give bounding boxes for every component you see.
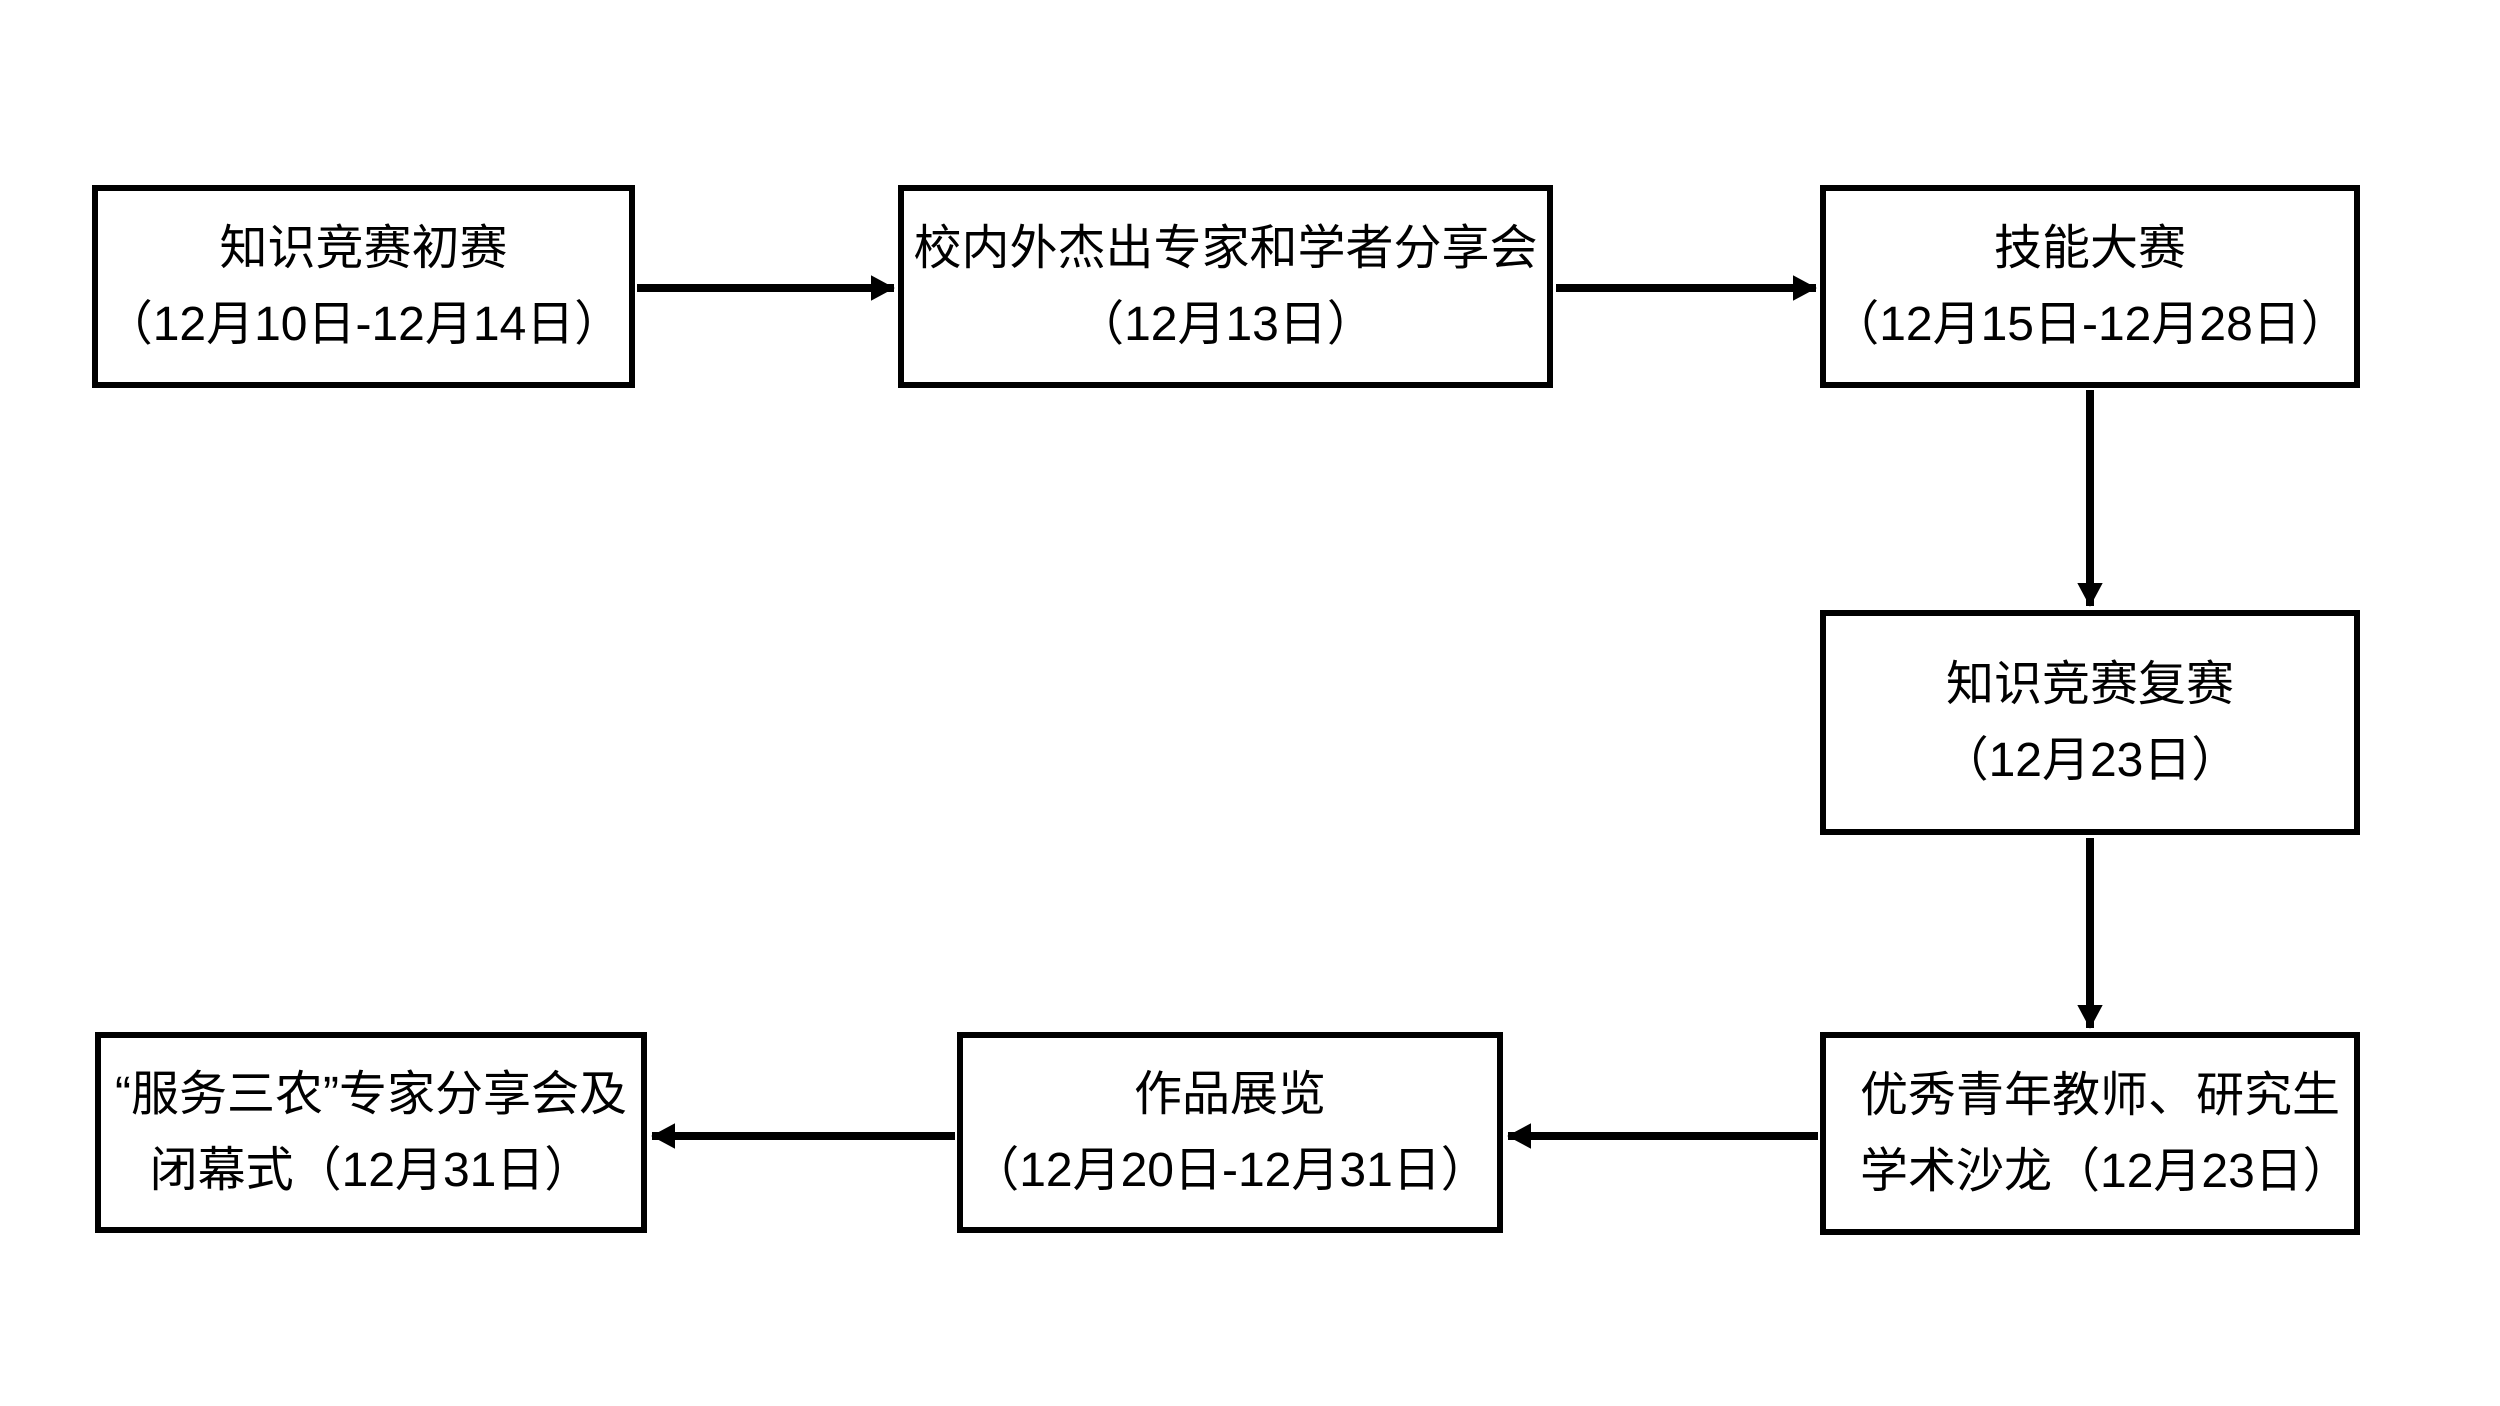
flow-node-knowledge-contest-preliminary: 知识竞赛初赛 （12月10日-12月14日） — [92, 185, 635, 388]
flow-node-skills-competition: 技能大赛 （12月15日-12月28日） — [1820, 185, 2360, 388]
flow-node-closing-ceremony: “服务三农”专家分享会及闭幕式（12月31日） — [95, 1032, 647, 1233]
flow-node-label: “服务三农”专家分享会及 — [115, 1067, 627, 1121]
flow-node-label: 校内外杰出专家和学者分享会 — [913, 221, 1538, 275]
flow-node-label: （12月20日-12月31日） — [971, 1143, 1489, 1197]
flow-node-label: 作品展览 — [1133, 1067, 1326, 1121]
flow-node-label: （12月23日） — [1940, 733, 2240, 787]
flow-node-label: （12月15日-12月28日） — [1831, 297, 2349, 351]
flow-node-label: 技能大赛 — [1993, 221, 2186, 275]
flow-node-label: 知识竞赛初赛 — [219, 221, 508, 275]
flow-node-knowledge-contest-semifinal: 知识竞赛复赛 （12月23日） — [1820, 610, 2360, 835]
flow-node-academic-salon: 优秀青年教师、研究生学术沙龙（12月23日） — [1820, 1032, 2360, 1235]
flow-node-label: 学术沙龙（12月23日） — [1860, 1144, 2351, 1198]
flow-node-works-exhibition: 作品展览 （12月20日-12月31日） — [957, 1032, 1503, 1233]
flow-node-label: 知识竞赛复赛 — [1945, 657, 2234, 711]
flow-node-label: 优秀青年教师、研究生 — [1860, 1068, 2341, 1122]
flow-node-label: 闭幕式（12月31日） — [149, 1143, 593, 1197]
flow-node-expert-scholar-sharing: 校内外杰出专家和学者分享会 （12月13日） — [898, 185, 1553, 388]
flow-node-label: （12月13日） — [1076, 297, 1375, 351]
flow-node-label: （12月10日-12月14日） — [104, 297, 623, 351]
